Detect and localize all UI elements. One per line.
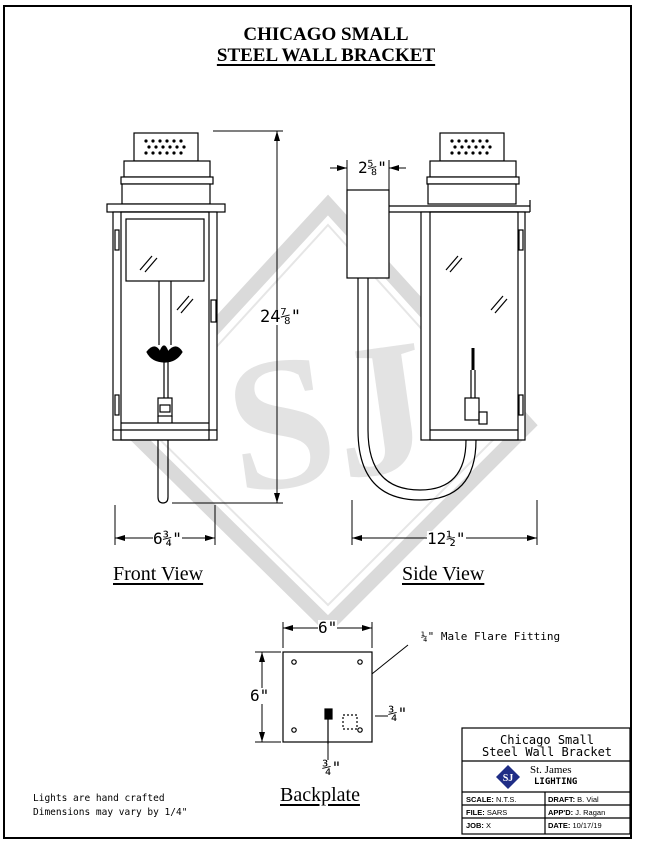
company-logo: SJ bbox=[496, 765, 520, 789]
field-draft: DRAFT: B. Vial bbox=[548, 795, 599, 804]
dim-side-bracket-depth: 2⅝" bbox=[358, 158, 387, 177]
sheet-title-line2: STEEL WALL BRACKET bbox=[216, 45, 436, 66]
dim-side-depth: 12½" bbox=[427, 529, 466, 548]
file-value: SARS bbox=[486, 808, 508, 817]
file-key: FILE: bbox=[466, 808, 485, 817]
dim-backplate-height: 6" bbox=[250, 686, 270, 705]
sheet-title-line1: CHICAGO SMALL bbox=[243, 24, 409, 45]
watermark-monogram: SJ bbox=[214, 299, 442, 535]
logo-monogram: SJ bbox=[503, 773, 514, 784]
side-view-drawing bbox=[346, 132, 531, 501]
note-dimensions-vary: Dimensions may vary by 1/4" bbox=[33, 807, 188, 818]
title-block bbox=[461, 727, 631, 835]
sheet-border bbox=[3, 5, 632, 839]
vent-holes bbox=[144, 139, 186, 155]
company-name: St. James bbox=[530, 764, 572, 776]
scale-value: N.T.S. bbox=[496, 795, 517, 804]
field-scale: SCALE: N.T.S. bbox=[466, 795, 516, 804]
dim-offset-right: ¾" bbox=[388, 704, 408, 723]
date-key: DATE: bbox=[548, 821, 571, 830]
dimension-arrows bbox=[115, 131, 537, 742]
job-value: X bbox=[486, 821, 492, 830]
field-job: JOB: X bbox=[466, 821, 491, 830]
front-view-label: Front View bbox=[113, 563, 204, 585]
dim-overall-height: 24⅞" bbox=[260, 307, 301, 327]
date-value: 10/17/19 bbox=[572, 821, 602, 830]
company-sub: LIGHTING bbox=[534, 777, 578, 787]
title-block-line2: Steel Wall Bracket bbox=[481, 745, 613, 759]
field-file: FILE: SARS bbox=[466, 808, 507, 817]
appd-key: APP'D: bbox=[548, 808, 574, 817]
field-date: DATE: 10/17/19 bbox=[548, 821, 602, 830]
draft-value: B. Vial bbox=[577, 795, 599, 804]
note-hand-crafted: Lights are hand crafted bbox=[33, 793, 165, 804]
fitting-callout: ¼" Male Flare Fitting bbox=[421, 630, 561, 643]
front-view-drawing bbox=[106, 132, 226, 504]
draft-key: DRAFT: bbox=[548, 795, 576, 804]
side-view-label: Side View bbox=[402, 563, 485, 585]
dim-offset-bottom: ¾" bbox=[322, 758, 342, 777]
backplate-drawing bbox=[282, 651, 373, 744]
backplate-label: Backplate bbox=[280, 784, 360, 806]
scale-key: SCALE: bbox=[466, 795, 494, 804]
dim-backplate-width: 6" bbox=[318, 618, 338, 637]
job-key: JOB: bbox=[466, 821, 484, 830]
dim-front-width: 6¾" bbox=[153, 529, 182, 548]
title-block-line1: Chicago Small bbox=[500, 733, 594, 747]
field-appd: APP'D: J. Ragan bbox=[548, 808, 605, 817]
appd-value: J. Ragan bbox=[575, 808, 606, 817]
